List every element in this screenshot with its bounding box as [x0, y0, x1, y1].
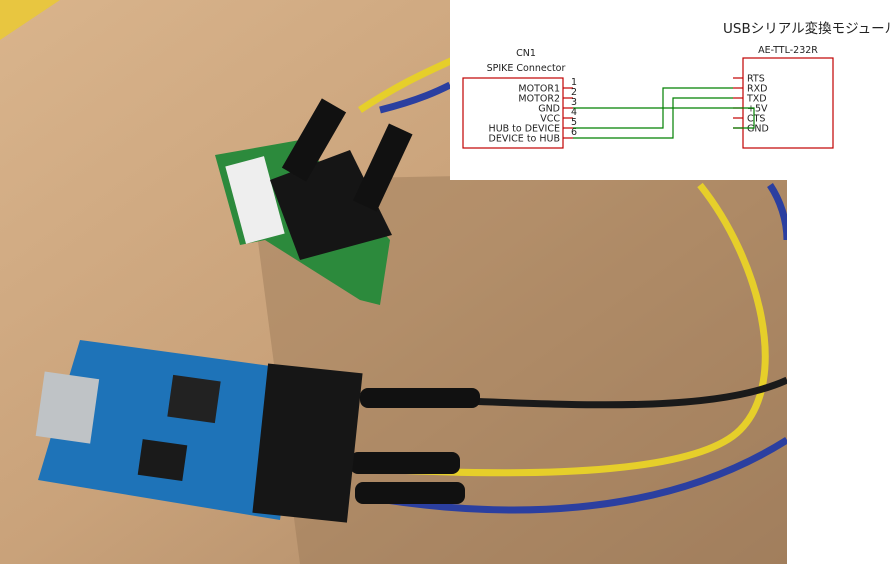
wiring-schematic: USBシリアル変換モジュール CN1 SPIKE Connector AE-TT… [450, 0, 890, 180]
cn1-pin-number: 3 [571, 97, 577, 108]
cn1-box [462, 77, 564, 149]
blue-cable [359, 81, 787, 514]
jumper-wire-housing [353, 123, 413, 212]
cn1-ref: CN1 [516, 48, 536, 59]
cn1-pin-number: 2 [571, 87, 577, 98]
ft232-chip [167, 374, 221, 424]
yellow-object [0, 0, 60, 40]
module-pin-label: GND [747, 124, 769, 135]
cn1-pin-number: 4 [571, 107, 577, 118]
cn1-pin-label: VCC [540, 114, 560, 125]
module-pin-label: RTS [747, 74, 765, 85]
female-header [252, 363, 363, 523]
wire-hub-to-device-rxd [573, 87, 733, 129]
module-pin-label: TXD [746, 94, 767, 105]
heatshrink-black [360, 388, 480, 408]
module-name: AE-TTL-232R [758, 45, 818, 56]
jumper-wire-housing [281, 98, 347, 182]
cn1-pin-label: MOTOR1 [518, 84, 560, 95]
cn1-name: SPIKE Connector [487, 63, 566, 74]
wires [573, 87, 755, 139]
module-box [742, 57, 834, 149]
white-connector [225, 156, 285, 244]
blue-pcb [38, 340, 300, 520]
module-pin-label: RXD [747, 84, 767, 95]
cn1-pin-label: MOTOR2 [518, 94, 560, 105]
heatshrink-black [355, 482, 465, 504]
cn1-pin-number: 5 [571, 117, 577, 128]
module-pin-label: +5V [747, 104, 768, 115]
dip-switch [137, 439, 188, 482]
wire-device-to-hub-txd [573, 97, 733, 139]
cn1-pin-label: HUB to DEVICE [489, 124, 560, 135]
cn1-pin-label: GND [538, 104, 560, 115]
schematic-title: USBシリアル変換モジュール [723, 20, 890, 37]
micro-usb-port [35, 371, 100, 444]
cn1-pin-label: DEVICE to HUB [489, 134, 560, 145]
cn1-pin-number: 1 [571, 77, 577, 88]
module-pin-label: CTS [747, 114, 765, 125]
cn1-pin-number: 6 [571, 127, 577, 138]
heatshrink-black [350, 452, 460, 474]
